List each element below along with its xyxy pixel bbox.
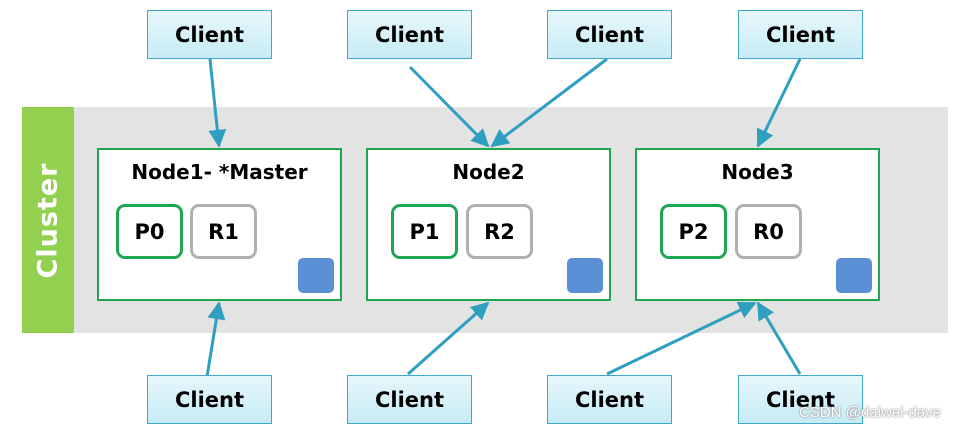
client-top-3: Client xyxy=(547,10,672,59)
replica-shard-r1: R1 xyxy=(190,204,257,259)
client-top-2: Client xyxy=(347,10,472,59)
arrow-top-client-4-to-node-3 xyxy=(756,58,802,148)
cluster-bar xyxy=(22,107,74,333)
arrow-top-client-1-to-node-1 xyxy=(208,58,227,148)
primary-shard-p0: P0 xyxy=(116,204,183,259)
primary-shard-p1: P1 xyxy=(391,204,458,259)
node-1: Node1- *Master P0 R1 xyxy=(97,148,342,301)
node-2-marker xyxy=(567,258,603,293)
client-bottom-2: Client xyxy=(347,375,472,424)
arrow-bottom-client-2-to-node-2 xyxy=(407,301,490,376)
client-top-1: Client xyxy=(147,10,272,59)
node-1-marker xyxy=(298,258,334,293)
node-3: Node3 P2 R0 xyxy=(635,148,880,301)
arrow-top-client-2-to-node-2 xyxy=(408,65,490,148)
arrow-bottom-client-4-to-node-3 xyxy=(756,301,802,375)
node-2-title: Node2 xyxy=(452,160,525,184)
node-3-marker xyxy=(836,258,872,293)
node-2: Node2 P1 R2 xyxy=(366,148,611,301)
arrow-bottom-client-1-to-node-1 xyxy=(203,301,226,390)
node-1-title: Node1- *Master xyxy=(131,160,308,184)
client-bottom-4: Client xyxy=(738,375,863,424)
replica-shard-r2: R2 xyxy=(466,204,533,259)
primary-shard-p2: P2 xyxy=(660,204,727,259)
watermark: CSDN @daiwei-dave xyxy=(799,404,941,421)
client-bottom-1: Client xyxy=(147,375,272,424)
arrow-top-client-3-to-node-2 xyxy=(490,57,608,148)
node-3-title: Node3 xyxy=(721,160,794,184)
replica-shard-r0: R0 xyxy=(735,204,802,259)
client-top-4: Client xyxy=(738,10,863,59)
arrow-bottom-client-3-to-node-3 xyxy=(606,301,757,376)
client-bottom-3: Client xyxy=(547,375,672,424)
